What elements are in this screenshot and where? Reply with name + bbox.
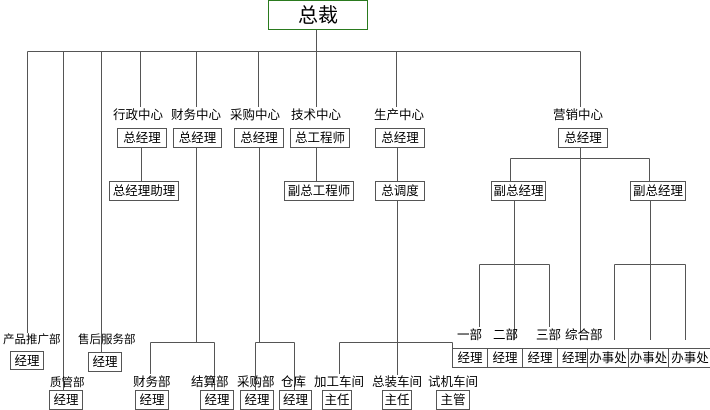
tech-deputy-box: 副总工程师: [284, 181, 354, 201]
dept-head-box: 经理: [240, 390, 274, 410]
office-box: 办事处: [668, 348, 710, 368]
sales-dept-label: 三部: [536, 327, 562, 342]
workshop-head-box: 主任: [382, 390, 412, 410]
center-finance-label: 财务中心: [171, 107, 222, 122]
sales-head-box: 总经理: [558, 128, 608, 148]
dept-label: 产品推广部: [3, 332, 61, 346]
dept-head-box: 经理: [88, 352, 122, 372]
office-box: 办事处: [587, 348, 629, 368]
tech-head-box: 总工程师: [290, 128, 350, 148]
purchase-head-box: 总经理: [234, 128, 284, 148]
workshop-head-box: 主管: [436, 390, 470, 410]
sales-deputy-box: 副总经理: [630, 181, 686, 201]
dept-head-box: 经理: [49, 390, 83, 410]
center-production-label: 生产中心: [374, 107, 425, 122]
workshop-label: 试机车间: [428, 374, 479, 389]
sales-dept-head-box: 经理: [557, 348, 588, 368]
dept-label: 采购部: [237, 374, 275, 389]
sales-dept-head-box: 经理: [452, 348, 488, 368]
admin-assistant-box: 总经理助理: [109, 181, 179, 201]
dept-head-box: 经理: [135, 390, 169, 410]
dispatcher-box: 总调度: [375, 181, 425, 201]
sales-dept-head-box: 经理: [487, 348, 523, 368]
dept-head-box: 经理: [200, 390, 234, 410]
dept-head-box: 经理: [279, 390, 312, 410]
sales-dept-label: 一部: [457, 327, 483, 342]
dept-label: 质管部: [50, 375, 85, 389]
workshop-head-box: 主任: [322, 390, 352, 410]
sales-deputy-box: 副总经理: [491, 181, 546, 201]
dept-head-box: 经理: [10, 351, 44, 370]
workshop-label: 总装车间: [372, 374, 423, 389]
center-sales-label: 营销中心: [553, 107, 604, 122]
center-tech-label: 技术中心: [291, 107, 342, 122]
sales-dept-label: 综合部: [565, 327, 603, 342]
dept-label: 售后服务部: [78, 332, 136, 346]
finance-head-box: 总经理: [173, 128, 222, 148]
center-admin-label: 行政中心: [113, 107, 164, 122]
sales-dept-label: 二部: [493, 327, 519, 342]
ceo-box: 总裁: [268, 0, 368, 30]
office-box: 办事处: [628, 348, 669, 368]
admin-head-box: 总经理: [117, 128, 167, 148]
workshop-label: 加工车间: [314, 374, 365, 389]
sales-dept-head-box: 经理: [522, 348, 558, 368]
dept-label: 财务部: [133, 374, 171, 389]
center-purchase-label: 采购中心: [230, 107, 281, 122]
dept-label: 仓库: [281, 374, 307, 389]
dept-label: 结算部: [191, 374, 229, 389]
production-head-box: 总经理: [375, 128, 425, 148]
